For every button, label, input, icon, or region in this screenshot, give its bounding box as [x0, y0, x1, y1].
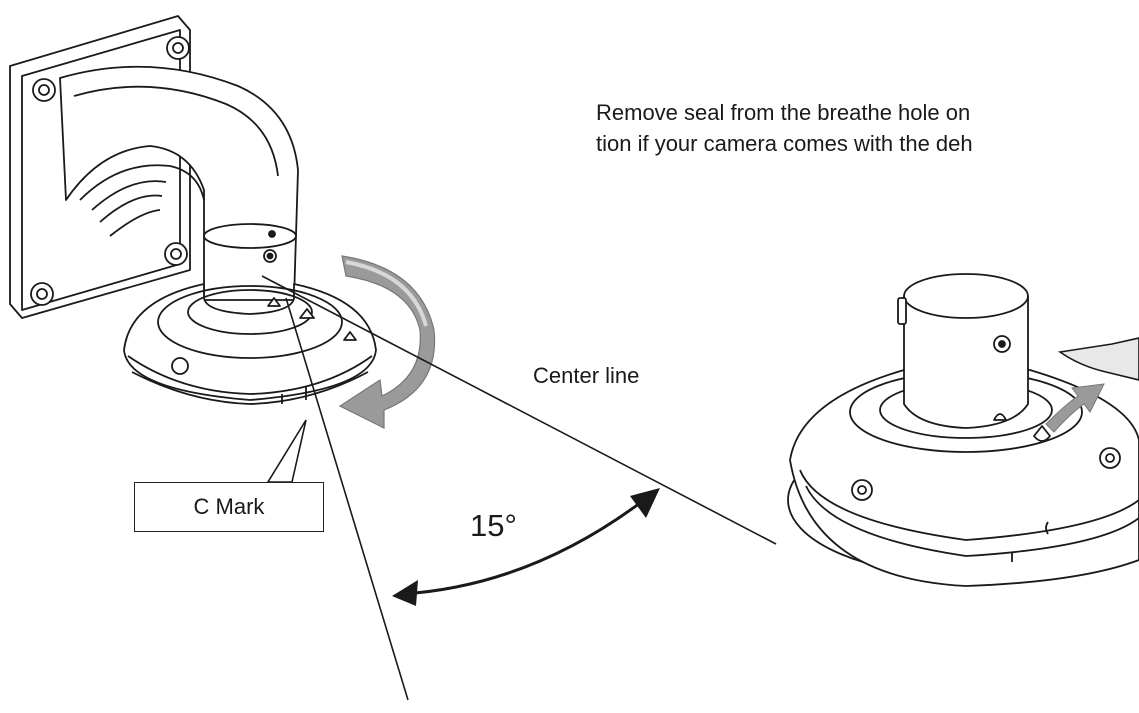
mount-bolt-icon [32, 78, 56, 102]
instruction-line-2: tion if your camera comes with the deh [596, 131, 973, 156]
angle-arc-arrow [392, 488, 660, 606]
mount-bolt-icon [166, 36, 190, 60]
center-line-label: Center line [533, 363, 640, 388]
angle-label: 15° [470, 508, 517, 543]
mount-bolt-icon [30, 282, 54, 306]
seal-icon [1057, 337, 1139, 381]
rotation-arrow-icon [338, 255, 436, 429]
mount-bolt-icon [164, 242, 188, 266]
c-mark-callout: C Mark [134, 482, 324, 532]
guide-lines [261, 275, 777, 701]
wall-mount-bracket [9, 15, 377, 405]
instruction-text: Remove seal from the breathe hole on tio… [596, 97, 973, 159]
c-mark-label: C Mark [193, 494, 265, 519]
c-mark-leader [266, 419, 307, 483]
instruction-line-1: Remove seal from the breathe hole on [596, 100, 971, 125]
seal-removal-arrow-icon [1045, 383, 1105, 433]
camera-housing [787, 273, 1139, 587]
